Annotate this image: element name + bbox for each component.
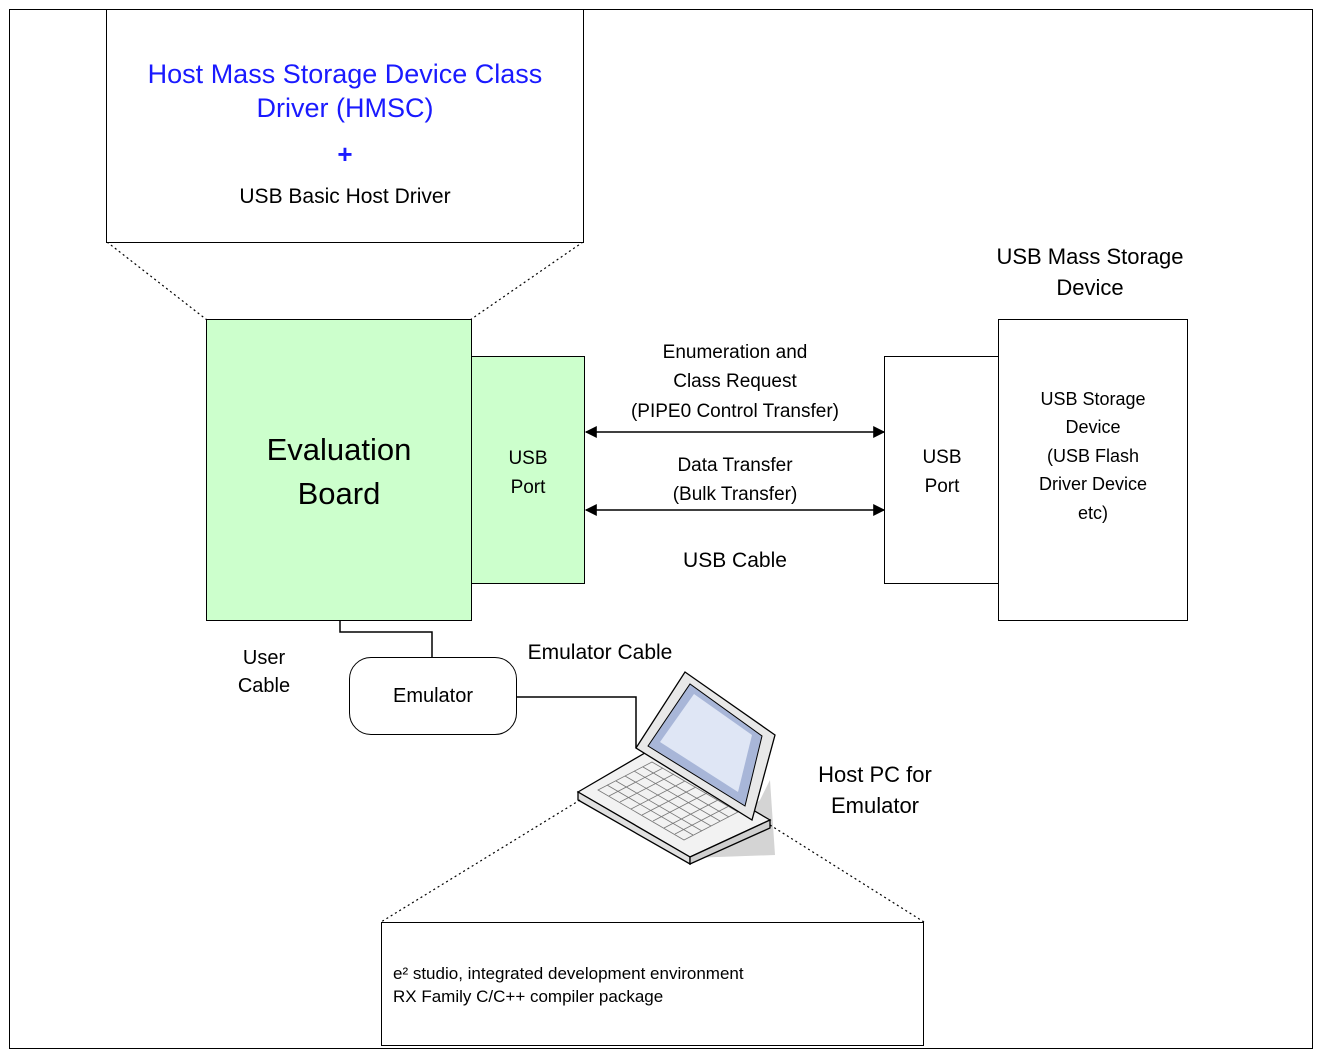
board-usb-port-label: USB Port xyxy=(471,445,585,502)
device-usb-port-line1: USB xyxy=(922,447,962,468)
device-usb-port xyxy=(884,356,1000,584)
driver-title-line1: Host Mass Storage Device Class xyxy=(147,59,543,89)
usb-storage-line3: (USB Flash xyxy=(1046,445,1140,466)
software-line2: RX Family C/C++ compiler package xyxy=(393,987,664,1007)
bulk-transfer-line2: (Bulk Transfer) xyxy=(672,484,798,506)
device-title-line2: Device xyxy=(1056,274,1124,300)
software-callout-left xyxy=(380,799,581,923)
control-transfer-line2: Class Request xyxy=(673,371,797,393)
bulk-transfer-label: Data Transfer (Bulk Transfer) xyxy=(586,451,884,510)
usb-storage-device xyxy=(998,319,1188,621)
device-usb-port-label: USB Port xyxy=(884,443,1000,502)
evaluation-board-label-line2: Board xyxy=(297,476,381,512)
software-callout-right xyxy=(769,824,925,923)
user-cable-label: User Cable xyxy=(216,645,312,700)
driver-title-line2: Driver (HMSC) xyxy=(256,93,434,124)
control-transfer-line1: Enumeration and xyxy=(662,342,808,363)
laptop-icon xyxy=(576,671,776,866)
driver-box xyxy=(106,9,584,243)
user-cable-line xyxy=(339,620,433,658)
emulator-label: Emulator xyxy=(392,685,474,707)
callout-line-left xyxy=(106,241,208,321)
driver-plus: + xyxy=(337,139,353,169)
control-transfer-line3: (PIPE0 Control Transfer) xyxy=(630,400,840,422)
driver-title: Host Mass Storage Device Class Driver (H… xyxy=(106,57,584,126)
control-transfer-label: Enumeration and Class Request (PIPE0 Con… xyxy=(586,338,884,426)
host-pc-line2: Emulator xyxy=(830,792,920,818)
diagram-frame xyxy=(9,9,1313,1049)
bulk-transfer-line1: Data Transfer xyxy=(677,455,793,476)
board-usb-port xyxy=(471,356,585,584)
usb-storage-line1: USB Storage xyxy=(1040,389,1146,409)
usb-storage-line2: Device xyxy=(1065,417,1121,438)
driver-subtitle: USB Basic Host Driver xyxy=(239,185,451,208)
emulator-cable-label: Emulator Cable xyxy=(527,641,673,664)
device-title: USB Mass Storage Device xyxy=(960,242,1220,304)
usb-storage-line4: Driver Device xyxy=(1038,474,1148,495)
device-title-line1: USB Mass Storage xyxy=(996,244,1184,269)
evaluation-board xyxy=(206,319,472,621)
software-line1: e² studio, integrated development enviro… xyxy=(393,964,744,983)
usb-cable-label: USB Cable xyxy=(683,549,787,572)
software-box xyxy=(381,922,924,1046)
evaluation-board-label-line1: Evaluation xyxy=(266,432,412,467)
usb-storage-device-label: USB Storage Device (USB Flash Driver Dev… xyxy=(998,385,1188,527)
callout-line-right xyxy=(469,241,584,321)
emulator-box xyxy=(349,657,517,735)
device-usb-port-line2: Port xyxy=(924,476,960,498)
emulator-cable-line xyxy=(517,696,637,748)
software-list: e² studio, integrated development enviro… xyxy=(393,962,744,1009)
board-usb-port-line1: USB xyxy=(508,448,548,469)
host-pc-line1: Host PC for xyxy=(818,762,932,787)
host-pc-label: Host PC for Emulator xyxy=(790,760,960,822)
user-cable-line1: User xyxy=(242,647,286,669)
usb-storage-line5: etc) xyxy=(1077,502,1108,523)
user-cable-line2: Cable xyxy=(237,674,291,697)
board-usb-port-line2: Port xyxy=(510,476,546,498)
evaluation-board-label: Evaluation Board xyxy=(206,428,472,516)
